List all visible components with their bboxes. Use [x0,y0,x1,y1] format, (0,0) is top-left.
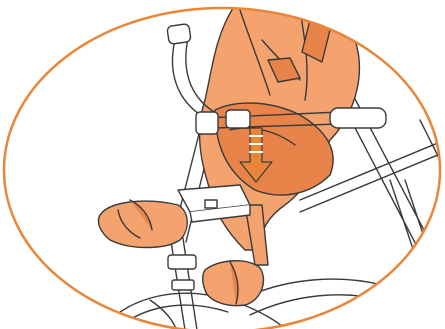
footrest-right [203,261,264,306]
footrest-left [98,200,187,248]
